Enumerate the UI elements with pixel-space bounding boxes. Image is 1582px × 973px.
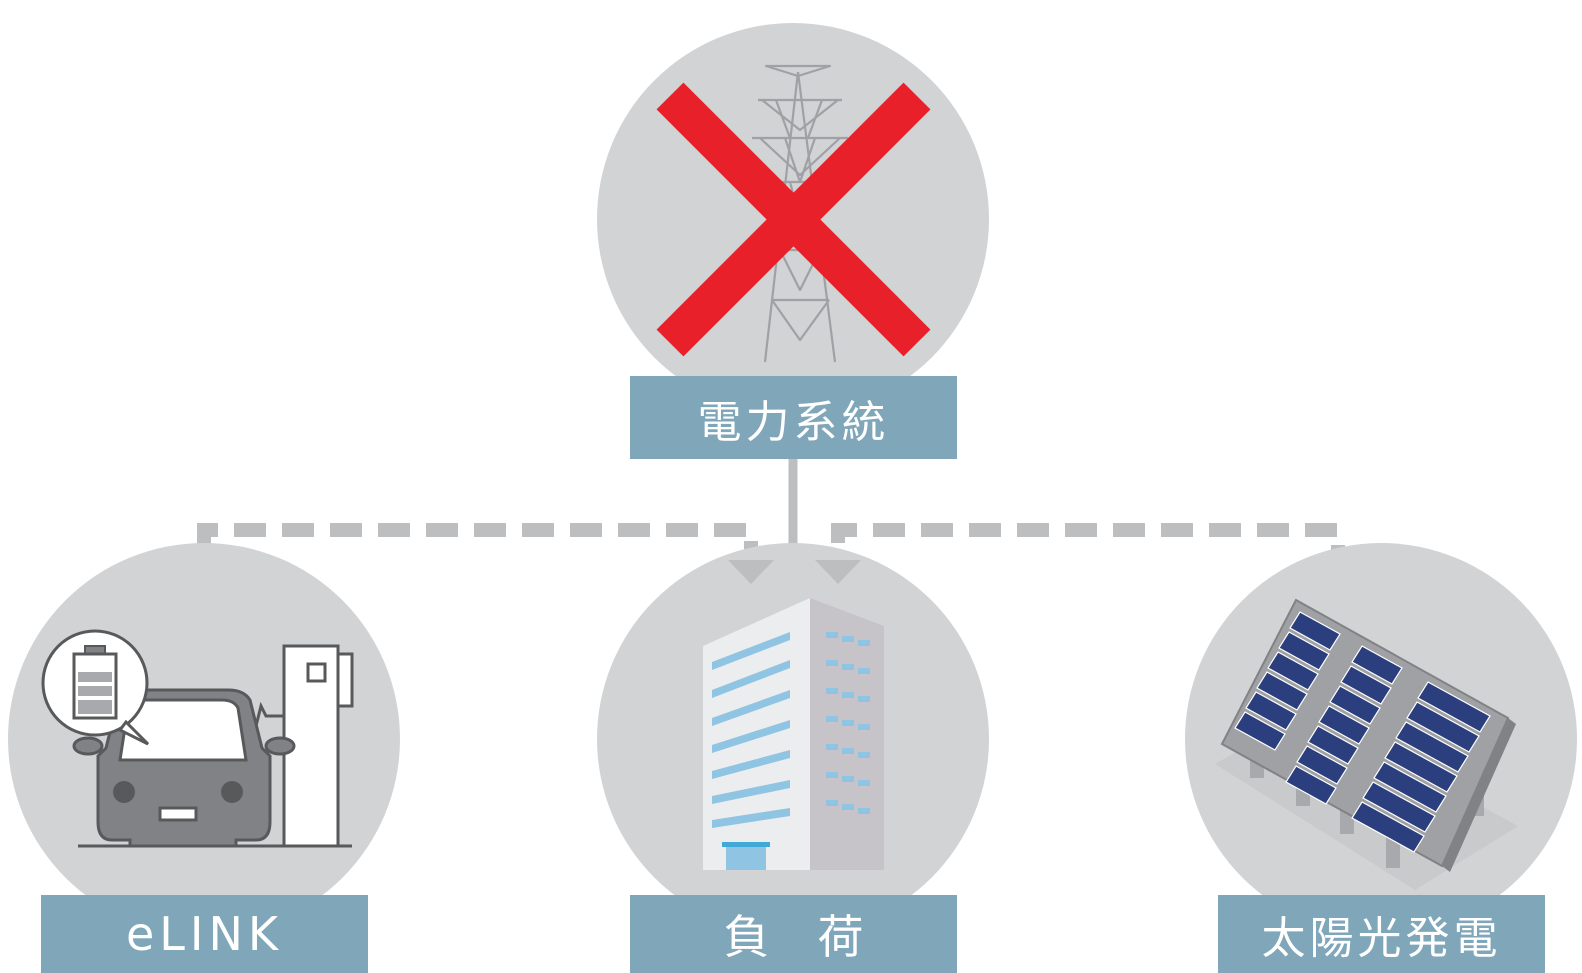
office-building-icon	[703, 598, 884, 870]
grid-label: 電力系統	[630, 376, 957, 459]
load-label-part1: 負	[723, 910, 770, 964]
arrow-down-icon-right	[815, 560, 861, 584]
elink-label: eLINK	[41, 895, 368, 973]
solar-panel-icon	[1215, 598, 1518, 890]
ev-charger-icon	[41, 629, 354, 848]
building-windows-side	[826, 632, 870, 814]
elink-to-load-dashed-line	[197, 523, 758, 596]
red-cross-icon	[656, 82, 931, 357]
solar-to-load-dashed-line	[831, 523, 1345, 625]
building-entrance	[726, 846, 766, 870]
solar-panel-cells	[1234, 611, 1491, 853]
solar-label: 太陽光発電	[1218, 895, 1545, 973]
connectors	[197, 458, 1345, 625]
building-windows-front	[712, 632, 790, 828]
load-label: 負荷	[630, 895, 957, 973]
load-label-part2: 荷	[817, 910, 864, 964]
arrow-down-icon-left	[728, 560, 774, 584]
battery-icon	[41, 629, 150, 746]
